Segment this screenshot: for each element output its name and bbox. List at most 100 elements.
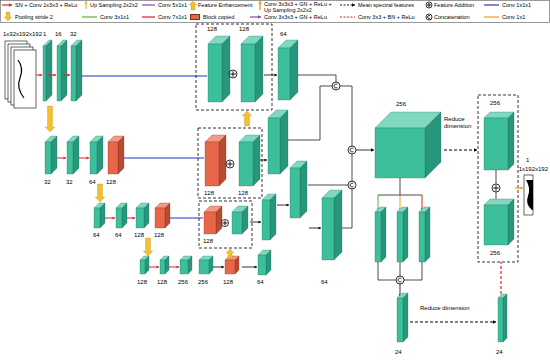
feature-block xyxy=(208,44,222,102)
connector-line xyxy=(342,189,352,228)
addition-symbol xyxy=(225,221,226,226)
feature-block-side xyxy=(61,40,67,101)
connector-line xyxy=(340,86,352,146)
arrow-line xyxy=(36,75,42,76)
skip-connection xyxy=(170,218,203,219)
arrow-head xyxy=(287,204,290,207)
feature-block xyxy=(205,142,219,186)
arrow-head xyxy=(258,1,261,4)
feature-block-side xyxy=(219,135,226,186)
feature-block xyxy=(322,198,334,260)
arrow-line xyxy=(250,222,261,223)
feature-block xyxy=(268,118,280,174)
feature-block-side xyxy=(144,203,149,228)
dimension-label: 128 xyxy=(157,279,167,286)
block-arrow xyxy=(242,111,252,126)
feature-block-side xyxy=(425,207,430,262)
feature-block-side xyxy=(222,36,230,102)
addition-symbol xyxy=(233,71,234,77)
feature-block xyxy=(484,118,508,170)
dashed-group-box xyxy=(199,201,252,248)
concat-symbol xyxy=(348,181,356,189)
connector-line xyxy=(404,262,422,280)
arrow-line xyxy=(309,228,321,229)
connector-line xyxy=(400,262,401,276)
dimension-label: 1x32x192x192 xyxy=(3,31,42,38)
addition-symbol xyxy=(426,2,432,8)
feature-block-side xyxy=(508,112,514,170)
block-arrow xyxy=(189,1,197,10)
arrow-head xyxy=(157,266,160,269)
feature-block xyxy=(290,168,300,218)
feature-block xyxy=(160,260,165,274)
arrow-line xyxy=(48,75,56,76)
addition-symbol xyxy=(429,3,430,7)
feature-block xyxy=(419,212,425,262)
legend-text: Conv 3x3x3 + GN + ReLu xyxy=(264,14,327,20)
dashed-group-box xyxy=(196,24,272,110)
arrow-line xyxy=(444,150,477,151)
feature-block-side xyxy=(46,40,52,101)
feature-block-side xyxy=(51,136,57,174)
feature-block xyxy=(90,142,97,174)
dimension-label: 128 xyxy=(134,232,144,239)
feature-block-side xyxy=(403,207,408,262)
feature-block xyxy=(67,142,73,174)
feature-block xyxy=(116,208,122,228)
arrow-head xyxy=(54,74,57,77)
concat-symbol xyxy=(332,82,340,90)
addition-symbol xyxy=(229,70,237,78)
feature-block-side xyxy=(235,256,239,274)
block-arrow xyxy=(143,238,153,256)
arrow-line xyxy=(63,75,70,76)
concat-symbol xyxy=(350,148,353,152)
arrow-line xyxy=(260,160,267,161)
feature-block-side xyxy=(425,112,441,178)
connector-line xyxy=(352,154,353,181)
dimension-label: 32 xyxy=(70,31,77,38)
dimension-label: 24 xyxy=(395,349,402,356)
concat-symbol xyxy=(428,16,430,19)
arrow-line xyxy=(169,267,179,268)
connector-line xyxy=(298,75,336,82)
block-arrow xyxy=(226,249,234,258)
feature-block xyxy=(45,142,51,174)
dimension-label: 64 xyxy=(115,232,122,239)
dimension-label: 128 xyxy=(238,190,248,197)
feature-block-side xyxy=(508,199,514,245)
arrow-line xyxy=(85,1,86,9)
feature-block-side xyxy=(253,135,260,186)
dimension-label: 256 xyxy=(396,101,406,108)
arrow-line xyxy=(410,322,496,323)
arrow-head xyxy=(64,157,67,160)
legend-text: Conv 3x1x1 xyxy=(100,14,129,20)
legend-swatch xyxy=(190,14,200,20)
arrow-head xyxy=(222,266,225,269)
feature-block xyxy=(180,260,188,274)
feature-block-side xyxy=(188,256,192,274)
feature-block xyxy=(108,142,118,174)
connector-line xyxy=(496,170,497,184)
feature-block xyxy=(239,142,253,186)
legend-text: Feature Enhancement xyxy=(198,2,252,8)
dimension-label: 256 xyxy=(490,100,500,107)
concat-symbol xyxy=(334,84,337,88)
addition-symbol xyxy=(222,220,229,227)
arrow-line xyxy=(259,1,260,10)
feature-block-side xyxy=(290,40,298,100)
connector-line xyxy=(308,185,348,186)
dimension-label: 32 xyxy=(44,179,51,186)
dimension-label: 128 xyxy=(223,279,233,286)
block-arrow xyxy=(45,106,55,132)
feature-block-side xyxy=(209,256,213,274)
arrow-head xyxy=(68,74,71,77)
feature-block-side xyxy=(122,203,127,228)
dimension-label: Reduce dimension xyxy=(444,116,476,130)
output-slice xyxy=(524,175,533,215)
addition-symbol xyxy=(492,184,500,192)
arrow-head xyxy=(371,148,374,151)
arrow-line xyxy=(57,158,66,159)
legend-text: Up Sampling 2x2x2 xyxy=(90,2,138,8)
feature-block-side xyxy=(76,40,82,101)
arrow-head xyxy=(133,217,136,220)
